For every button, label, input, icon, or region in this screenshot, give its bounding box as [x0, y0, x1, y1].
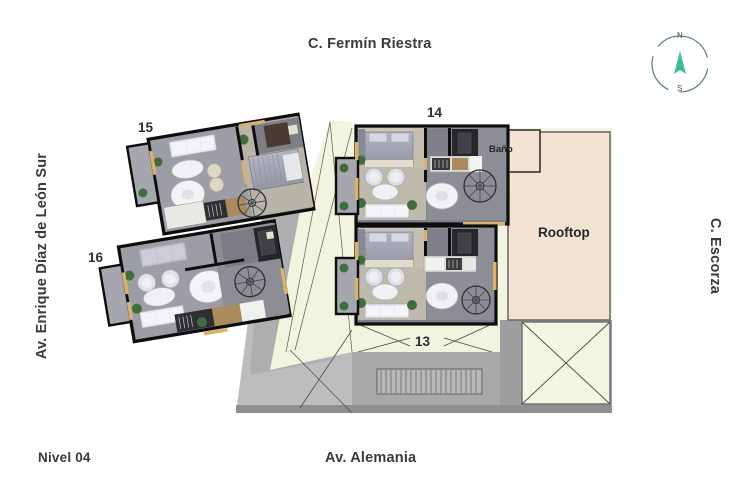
void-square-bottom-right: [521, 321, 611, 405]
unit-label-14[interactable]: 14: [427, 105, 443, 120]
unit-14[interactable]: [334, 124, 510, 226]
rooftop-label: Rooftop: [538, 225, 590, 240]
street-label-top: C. Fermín Riestra: [308, 36, 432, 52]
compass: N S: [648, 31, 712, 96]
compass-south-label: S: [677, 84, 683, 93]
street-label-right: C. Escorza: [707, 217, 723, 295]
unit-label-13[interactable]: 13: [415, 334, 431, 349]
unit-13[interactable]: [334, 224, 498, 326]
street-label-left: Av. Enrique Díaz de León Sur: [34, 152, 50, 360]
street-label-bottom: Av. Alemania: [325, 450, 417, 466]
void-lines-unit-13: [289, 323, 493, 414]
bano-label: Baño: [489, 144, 513, 155]
compass-rose: [651, 35, 709, 93]
compass-north-label: N: [677, 31, 683, 40]
stairs: [376, 368, 483, 395]
unit-label-15[interactable]: 15: [138, 120, 154, 135]
unit-label-16[interactable]: 16: [88, 250, 104, 265]
level-label: Nivel 04: [38, 450, 91, 465]
unit-16[interactable]: [97, 219, 293, 351]
unit-15[interactable]: [125, 112, 316, 237]
